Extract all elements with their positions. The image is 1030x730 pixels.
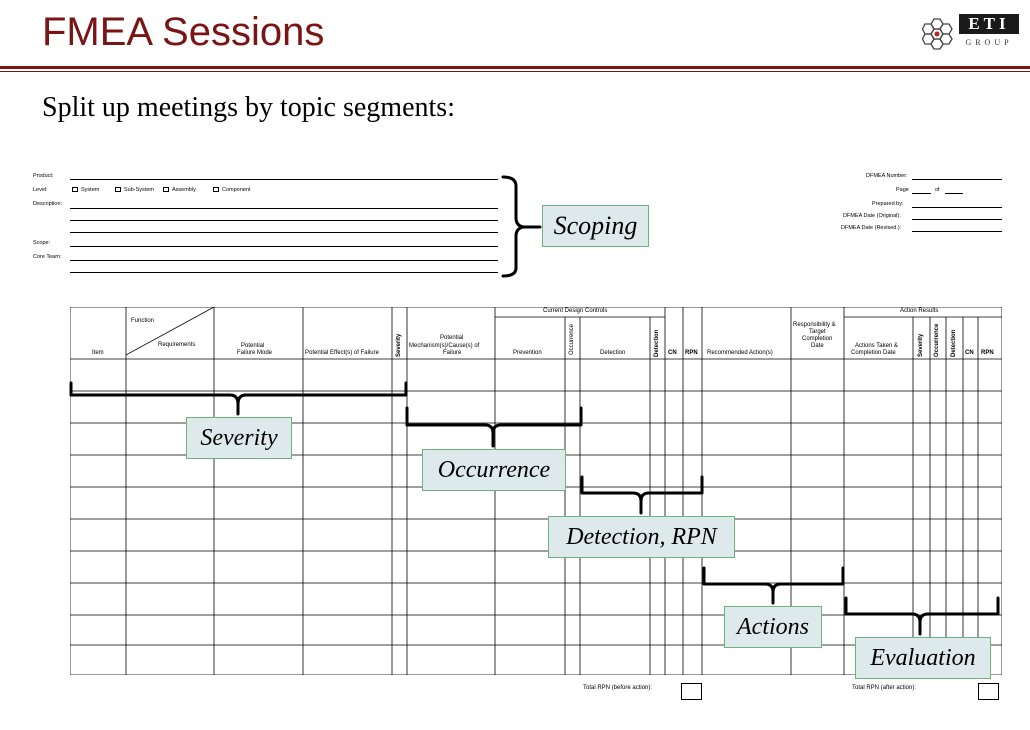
title-rule (0, 66, 1030, 69)
header-actions-taken-2: Completion Date (851, 350, 896, 356)
checkbox-icon (213, 187, 219, 193)
total-rpn-after-box (978, 683, 999, 700)
level-option-subsystem: Sub-System (115, 187, 154, 193)
header-detection-rating: Detection (654, 329, 660, 357)
total-rpn-before-box (681, 683, 702, 700)
prepared-by-label: Prepared by: (872, 201, 904, 207)
date-original-line (912, 219, 1002, 220)
header-occurrence: Occurrence (569, 323, 575, 355)
header-ar-rpn: RPN (981, 350, 994, 356)
header-requirements: Requirements (158, 342, 196, 348)
page-label: Page (896, 187, 909, 193)
level-option-system: System (72, 187, 99, 193)
callout-actions: Actions (724, 606, 822, 648)
scoping-brace (501, 175, 526, 278)
product-line (70, 179, 498, 180)
slide-subtitle: Split up meetings by topic segments: (42, 92, 455, 123)
logo-subtext: GROUP (965, 38, 1013, 47)
header-effects: Potential Effect(s) of Failure (305, 350, 379, 356)
fmea-grid-lines (70, 307, 1002, 675)
scope-label: Scope: (33, 240, 51, 246)
prepared-by-line (912, 207, 1002, 208)
fmea-table: Current Design Controls Action Results I… (70, 307, 1002, 675)
level-option-assembly: Assembly (163, 187, 196, 193)
header-responsibility-1: Responsibility & (793, 322, 836, 328)
checkbox-icon (115, 187, 121, 193)
header-severity: Severity (396, 333, 402, 357)
description-label: Description: (33, 201, 63, 207)
callout-evaluation: Evaluation (855, 637, 991, 679)
header-mechanism-3: Failure (443, 350, 462, 356)
header-ar-occurrence: Occurrence (934, 323, 940, 357)
header-recommended: Recommended Action(s) (707, 350, 773, 356)
header-failure-mode-1: Potential (241, 343, 265, 349)
core-team-line-1 (70, 260, 498, 261)
header-function: Function (131, 318, 155, 324)
callout-scoping: Scoping (542, 205, 649, 247)
header-mechanism-2: Mechanism(s)/Cause(s) of (409, 343, 480, 349)
header-actions-taken-1: Actions Taken & (855, 343, 898, 349)
description-line-3 (70, 232, 498, 233)
header-ar-detection: Detection (951, 329, 957, 357)
of-label: of (935, 187, 940, 193)
checkbox-icon (72, 187, 78, 193)
core-team-line-2 (70, 272, 498, 273)
total-rpn-after-label: Total RPN (after action): (852, 685, 917, 691)
slide-title: FMEA Sessions (42, 10, 325, 54)
page-line (912, 193, 931, 194)
header-responsibility-4: Date (811, 343, 824, 349)
core-team-label: Core Team: (33, 254, 62, 260)
title-rule-thin (0, 71, 1030, 72)
level-option-component: Component (213, 187, 250, 193)
level-label: Level: (33, 187, 48, 193)
header-failure-mode-2: Failure Mode (237, 350, 273, 356)
description-line-2 (70, 220, 498, 221)
dfmea-number-line (912, 179, 1002, 180)
scope-line (70, 246, 498, 247)
callout-severity: Severity (186, 417, 292, 459)
of-line (945, 193, 963, 194)
honeycomb-icon (922, 18, 953, 50)
header-rpn: RPN (685, 350, 698, 356)
header-ar-severity: Severity (918, 333, 924, 357)
header-mechanism-1: Potential (440, 335, 464, 341)
date-original-label: DFMEA Date (Original): (843, 213, 901, 219)
logo-text: ETI (959, 14, 1019, 34)
callout-detection-rpn: Detection, RPN (548, 516, 735, 558)
callout-occurrence: Occurrence (422, 449, 566, 491)
date-revised-line (912, 231, 1002, 232)
header-current-design-controls: Current Design Controls (543, 308, 608, 314)
header-cn: CN (668, 350, 677, 356)
date-revised-label: DFMEA Date (Revised.): (841, 225, 902, 231)
product-label: Product: (33, 173, 54, 179)
header-prevention: Prevention (513, 350, 542, 356)
eti-logo: ETI GROUP (922, 14, 1022, 54)
header-action-results: Action Results (900, 308, 939, 314)
description-line-1 (70, 208, 498, 209)
header-ar-cn: CN (965, 350, 974, 356)
total-rpn-before-label: Total RPN (before action): (583, 685, 653, 691)
checkbox-icon (163, 187, 169, 193)
header-responsibility-3: Completion (802, 336, 833, 342)
dfmea-number-label: DFMEA Number: (866, 173, 908, 179)
header-item: Item (92, 350, 104, 356)
header-responsibility-2: Target (809, 329, 826, 335)
header-detection: Detection (600, 350, 626, 356)
